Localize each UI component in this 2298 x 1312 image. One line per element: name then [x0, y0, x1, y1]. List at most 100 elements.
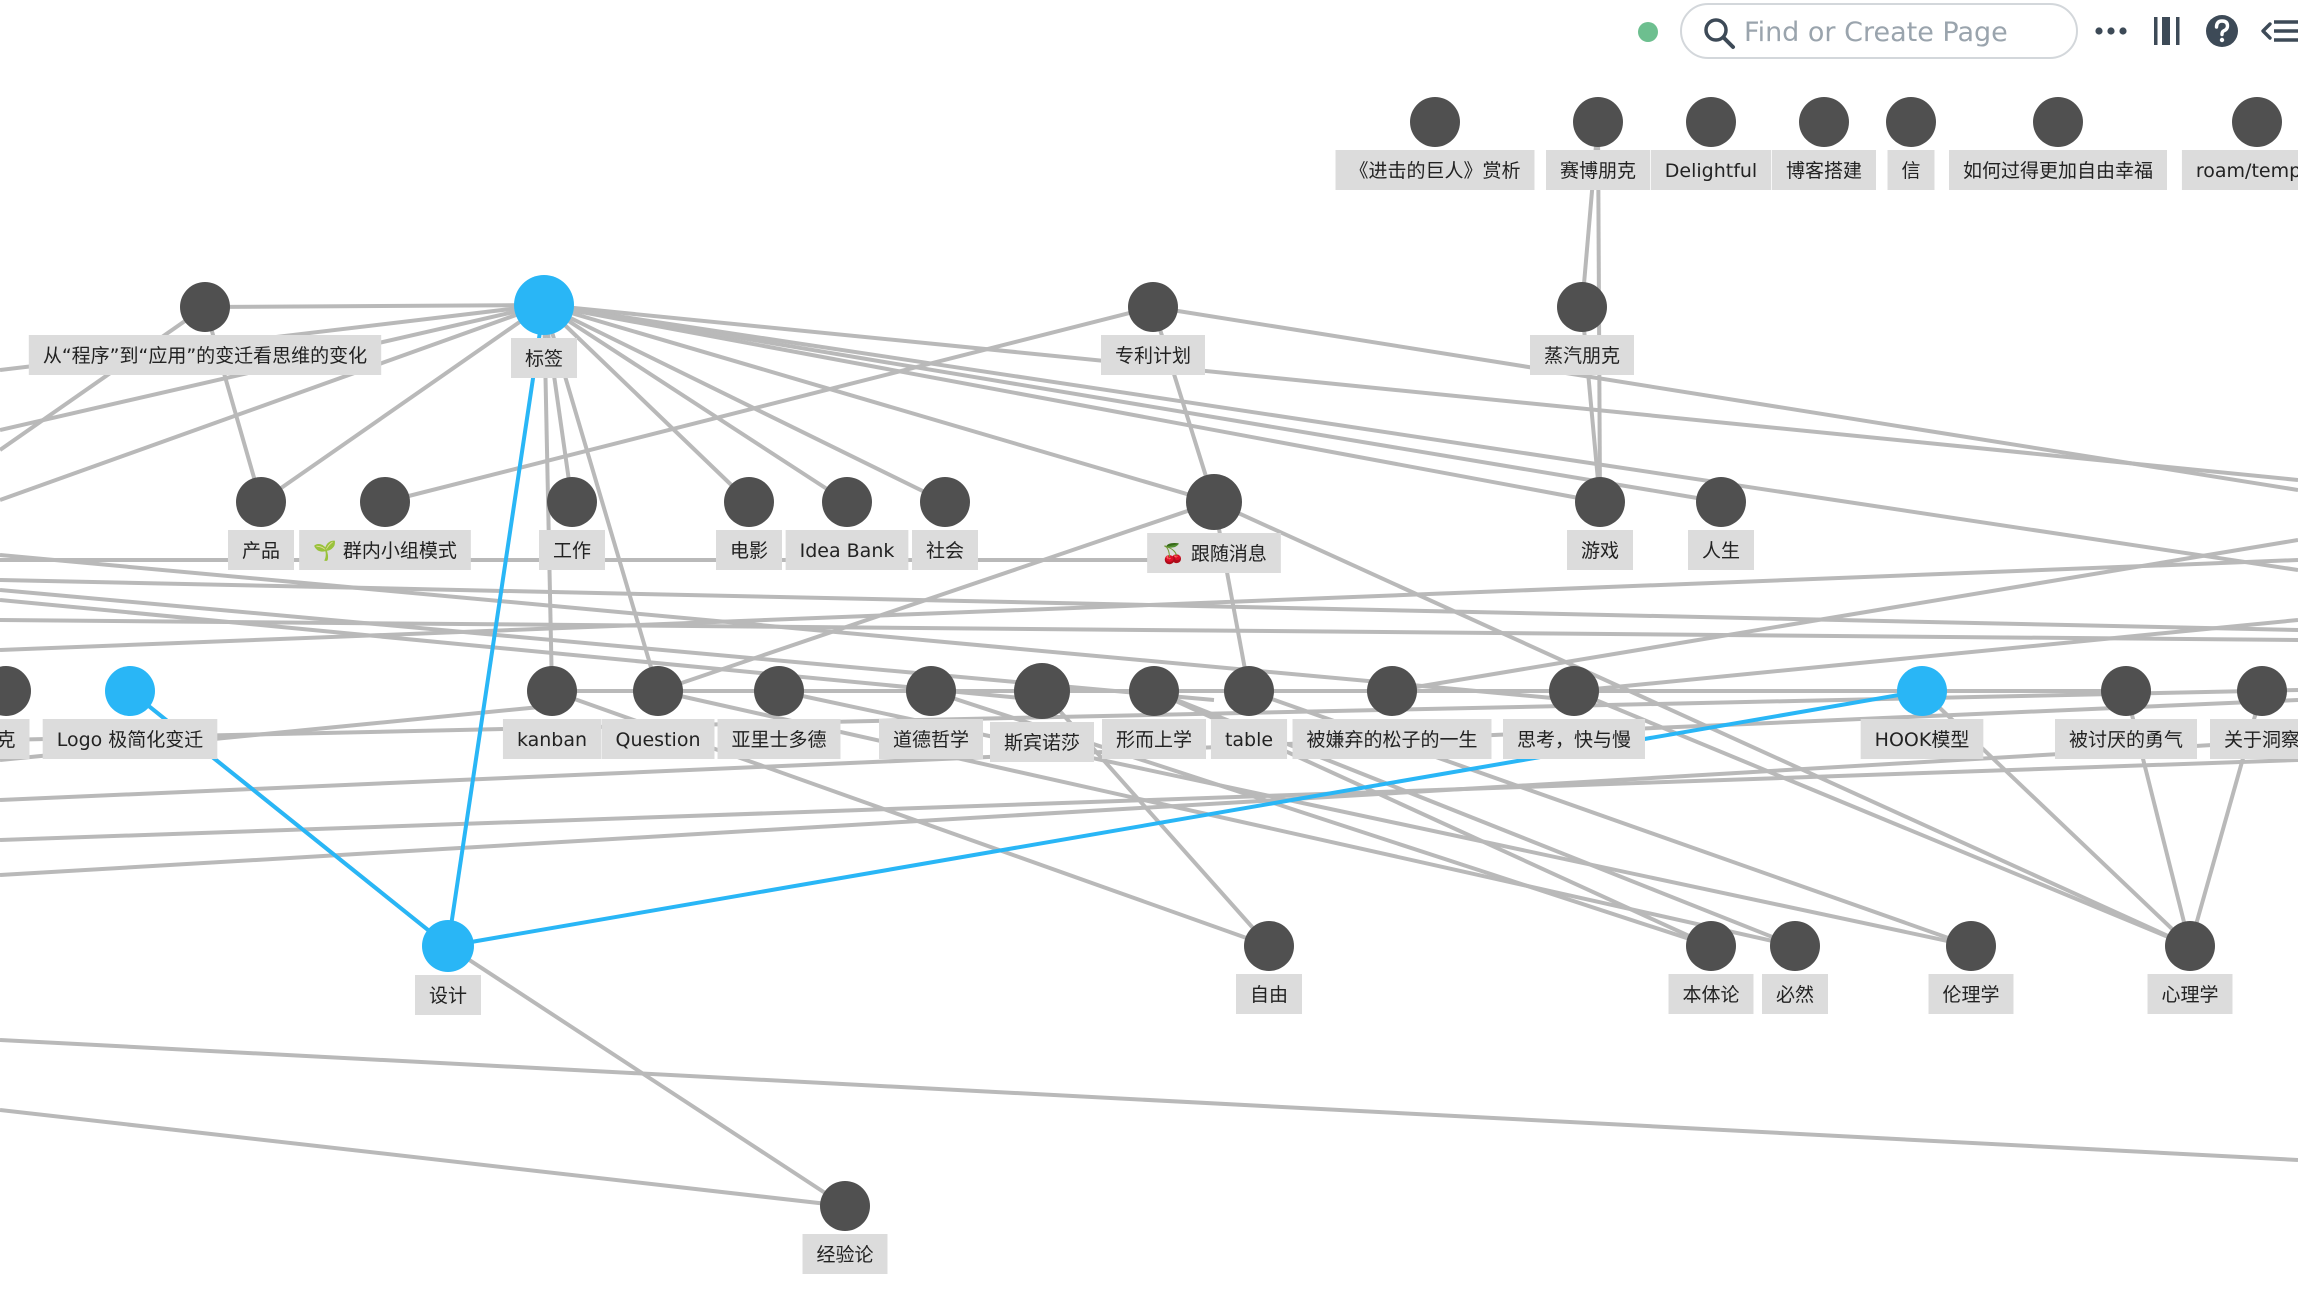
help-icon[interactable]: [2204, 12, 2240, 50]
node-label[interactable]: 斯宾诺莎: [1004, 732, 1080, 754]
graph-node-disliked[interactable]: 被讨厌的勇气: [2054, 666, 2198, 759]
node-label[interactable]: 被讨厌的勇气: [2069, 729, 2183, 751]
node-label[interactable]: kanban: [517, 729, 587, 751]
node-circle[interactable]: [1886, 97, 1936, 147]
node-label[interactable]: 赛博朋克: [1560, 160, 1636, 182]
node-label[interactable]: 思考，快与慢: [1517, 729, 1631, 751]
node-label[interactable]: 经验论: [816, 1244, 873, 1266]
search-box[interactable]: [1680, 3, 2078, 59]
sync-status-dot[interactable]: [1638, 22, 1658, 42]
node-label[interactable]: 心理学: [2161, 984, 2218, 1006]
node-label[interactable]: 《进击的巨人》赏析: [1349, 160, 1520, 182]
node-label[interactable]: 电影: [730, 540, 768, 562]
graph-node-insight[interactable]: 关于洞察: [2209, 666, 2298, 759]
graph-node-product[interactable]: 产品: [227, 477, 295, 570]
sidebar-icon[interactable]: [2150, 12, 2186, 50]
node-label[interactable]: 设计: [429, 985, 467, 1007]
node-circle[interactable]: [1696, 477, 1746, 527]
node-label[interactable]: Idea Bank: [800, 540, 895, 562]
graph-nodes[interactable]: 《进击的巨人》赏析 赛博朋克 Delightful 博客搭建 信 如何过得更加自由幸福 ro…: [0, 97, 2298, 1274]
graph-node-patent[interactable]: 专利计划: [1100, 282, 1206, 375]
node-label[interactable]: 🍒 跟随消息: [1161, 542, 1267, 565]
node-label[interactable]: 🌱 群内小组模式: [313, 540, 457, 562]
node-circle[interactable]: [906, 666, 956, 716]
node-circle[interactable]: [1573, 97, 1623, 147]
graph-node-ontology[interactable]: 本体论: [1668, 921, 1754, 1014]
graph-node-empiric[interactable]: 经验论: [802, 1181, 888, 1274]
node-label[interactable]: HOOK模型: [1875, 729, 1970, 751]
graph-node-table[interactable]: table: [1210, 666, 1288, 759]
node-circle[interactable]: [1186, 474, 1242, 530]
node-circle[interactable]: [1410, 97, 1460, 147]
graph-node-freedom[interactable]: 自由: [1235, 921, 1303, 1014]
node-label[interactable]: 形而上学: [1116, 729, 1192, 751]
graph-node-letter[interactable]: 信: [1886, 97, 1936, 190]
graph-node-steampunk[interactable]: 蒸汽朋克: [1529, 282, 1635, 375]
node-circle[interactable]: [527, 666, 577, 716]
node-label[interactable]: 蒸汽朋克: [1544, 345, 1620, 367]
node-circle[interactable]: [0, 666, 31, 716]
node-label[interactable]: 从“程序”到“应用”的变迁看思维的变化: [43, 345, 367, 367]
node-label[interactable]: 克: [0, 729, 16, 751]
graph-node-ideabank[interactable]: Idea Bank: [785, 477, 909, 570]
graph-node-necessity[interactable]: 必然: [1761, 921, 1829, 1014]
node-label[interactable]: roam/templa: [2196, 160, 2298, 182]
node-circle[interactable]: [1128, 282, 1178, 332]
graph-node-spinoza[interactable]: 斯宾诺莎: [989, 663, 1095, 762]
graph-node-kanban[interactable]: kanban: [502, 666, 602, 759]
node-circle[interactable]: [820, 1181, 870, 1231]
node-circle[interactable]: [724, 477, 774, 527]
graph-node-moral[interactable]: 道德哲学: [878, 666, 984, 759]
node-circle[interactable]: [2101, 666, 2151, 716]
node-label[interactable]: 专利计划: [1115, 345, 1191, 367]
node-label[interactable]: 标签: [525, 348, 563, 370]
node-circle[interactable]: [1897, 666, 1947, 716]
node-circle[interactable]: [514, 275, 574, 335]
node-circle[interactable]: [1575, 477, 1625, 527]
node-label[interactable]: 产品: [242, 540, 280, 562]
more-icon[interactable]: [2092, 12, 2130, 50]
node-circle[interactable]: [2165, 921, 2215, 971]
node-circle[interactable]: [1686, 921, 1736, 971]
graph-node-life[interactable]: 人生: [1687, 477, 1755, 570]
node-label[interactable]: 被嫌弃的松子的一生: [1306, 729, 1477, 751]
graph-node-delightful[interactable]: Delightful: [1650, 97, 1772, 190]
node-circle[interactable]: [360, 477, 410, 527]
node-circle[interactable]: [633, 666, 683, 716]
node-circle[interactable]: [1770, 921, 1820, 971]
node-circle[interactable]: [1014, 663, 1070, 719]
graph-node-group[interactable]: 🌱 群内小组模式: [299, 477, 471, 570]
node-circle[interactable]: [180, 282, 230, 332]
graph-node-ke[interactable]: 克: [0, 666, 31, 759]
graph-node-question[interactable]: Question: [601, 666, 715, 759]
node-circle[interactable]: [822, 477, 872, 527]
node-label[interactable]: Question: [616, 729, 701, 751]
graph-node-free[interactable]: 如何过得更加自由幸福: [1948, 97, 2168, 190]
node-label[interactable]: 游戏: [1581, 540, 1619, 562]
node-circle[interactable]: [105, 666, 155, 716]
node-label[interactable]: table: [1225, 729, 1273, 751]
graph-node-game[interactable]: 游戏: [1566, 477, 1634, 570]
node-label[interactable]: 伦理学: [1942, 984, 1999, 1006]
node-label[interactable]: Logo 极简化变迁: [57, 729, 204, 751]
node-label[interactable]: 信: [1901, 160, 1920, 182]
graph-node-logo[interactable]: Logo 极简化变迁: [42, 666, 218, 759]
graph-node-follow[interactable]: 🍒 跟随消息: [1147, 474, 1281, 573]
node-circle[interactable]: [422, 920, 474, 972]
node-circle[interactable]: [754, 666, 804, 716]
graph-node-cyberpunk[interactable]: 赛博朋克: [1545, 97, 1651, 190]
node-circle[interactable]: [547, 477, 597, 527]
menu-icon[interactable]: [2260, 12, 2298, 50]
graph-node-work[interactable]: 工作: [538, 477, 606, 570]
node-circle[interactable]: [1367, 666, 1417, 716]
graph-node-aristotle[interactable]: 亚里士多德: [717, 666, 841, 759]
node-circle[interactable]: [1557, 282, 1607, 332]
node-circle[interactable]: [1224, 666, 1274, 716]
graph-node-cheng[interactable]: 从“程序”到“应用”的变迁看思维的变化: [28, 282, 382, 375]
node-label[interactable]: 关于洞察: [2224, 729, 2298, 751]
node-label[interactable]: 自由: [1250, 984, 1288, 1006]
node-label[interactable]: 本体论: [1682, 984, 1739, 1006]
search-input[interactable]: [1742, 11, 2066, 53]
node-label[interactable]: 博客搭建: [1786, 160, 1862, 182]
